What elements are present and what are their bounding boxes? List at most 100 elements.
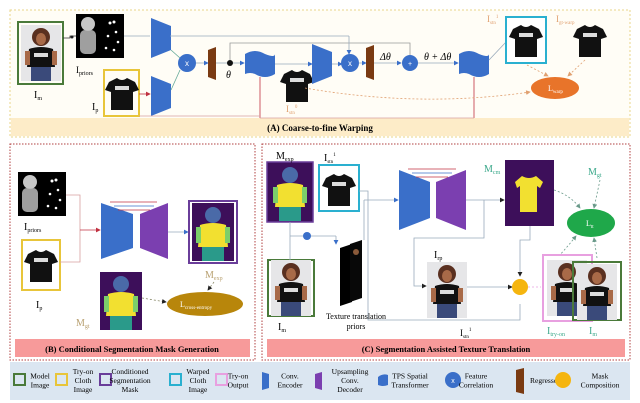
label-lce: Lcross-entropy [180,300,213,311]
loss-texture-translation [567,209,615,237]
legend-swatch-conv-encoder [262,372,269,390]
encoder-c [399,170,430,230]
legend-swatch-tps-spatial-transformer [378,374,388,386]
legend-label-conditioned-segmentation-mask: Segmentation [109,376,150,385]
mask-exp-b [192,203,234,261]
label-c-im: Im [278,322,286,334]
legend-label-model-image: Model [30,372,50,381]
legend-swatch-try-on-cloth-image [55,373,68,386]
label-ttp-1: Texture translation [326,312,386,321]
panel-b-title: (B) Conditional Segmentation Mask Genera… [45,344,219,354]
loss-cross-entropy [167,292,243,316]
label-im: Im [34,90,42,102]
feature-correlation-a2 [341,54,359,72]
label-ttp-2: priors [347,322,366,331]
legend-label-feature-correlation: Correlation [459,381,493,390]
label-ipriors: Ipriors [76,65,94,77]
legend-swatch-feature-correlation [445,372,461,388]
ttp-layer-1 [340,244,352,306]
legend-label-warped-cloth-image: Image [189,385,208,394]
panel-conditional-segmentation: (B) Conditional Segmentation Mask Genera… [9,143,256,361]
label-delta-theta: Δθ [379,52,391,63]
legend-label-tps-spatial-transformer: TPS Spatial [392,372,428,381]
regressor-a2 [366,45,374,80]
legend-swatch-regressor [516,368,524,394]
panel-texture-translation: (C) Segmentation Assisted Texture Transl… [261,143,631,361]
legend-label-warped-cloth-image: Cloth [190,376,207,385]
legend-label-tps-spatial-transformer: Transformer [391,381,429,390]
regressor-a1 [208,47,216,80]
legend-label-conv-encoder: Conv. [281,372,299,381]
label-b-ipriors: Ipriors [24,222,42,234]
legend-swatch-conditioned-segmentation-mask [99,373,112,386]
legend-label-try-on-output: Try-on [228,372,249,381]
model-image-a [21,25,61,81]
panel-c-band [267,339,625,357]
legend-swatch-warped-cloth-image [169,373,182,386]
panel-a-band [11,118,629,136]
label-b-mexp: Mexp [205,270,223,282]
svg-text:x: x [348,59,352,68]
decoder-c [436,170,466,230]
legend-label-model-image: Image [31,381,50,390]
label-b-ip: Ip [36,300,42,312]
legend-label-conditioned-segmentation-mask: Conditioned [111,367,148,376]
label-istn1: Istn1 [487,14,499,26]
panel-c-title: (C) Segmentation Assisted Texture Transl… [362,344,531,354]
tps-transformer-a1 [245,51,275,77]
legend-label-conv-encoder: Encoder [278,381,303,390]
legend-swatch-model-image [13,373,26,386]
model-image-frame [17,21,64,85]
priors-image-a [76,14,124,58]
label-b-mgt: Mgt [76,318,90,330]
panel-a-title: (A) Coarse-to-fine Warping [267,123,373,133]
ttp-layer-2 [350,240,362,302]
add-operator [402,55,418,71]
svg-text:+: + [408,61,412,68]
label-igtwarp: Igt-warp [556,14,575,26]
legend-label-conditioned-segmentation-mask: Mask [122,385,139,394]
legend-swatch-upsampling-conv-decoder [315,372,322,390]
legend-swatch-mask-composition [555,372,571,388]
tps-transformer-a2 [459,51,489,77]
mask-composition-op [512,279,528,295]
label-c-irp: Irp [434,250,442,262]
legend-label-upsampling-conv-decoder: Conv. [341,376,359,385]
try-on-cloth-frame [103,69,140,117]
legend-label-try-on-cloth-image: Cloth [75,376,92,385]
legend-label-mask-composition: Mask [592,372,609,381]
svg-text:x: x [185,59,189,68]
svg-text:x: x [451,378,455,385]
label-c-mgt: Mgt [588,167,602,179]
legend-label-try-on-cloth-image: Image [74,385,93,394]
legend-label-upsampling-conv-decoder: Upsampling [332,367,369,376]
legend-item-conv-encoder: Conv.Encoder [262,372,303,390]
rendered-person [427,262,467,318]
decoder-b [140,203,168,259]
legend-label-mask-composition: Composition [581,381,620,390]
legend-label-try-on-cloth-image: Try-on [73,367,94,376]
panel-coarse-to-fine-warping: (A) Coarse-to-fine Warping Im Ipriors Ip… [9,9,631,138]
label-ip: Ip [92,102,98,114]
label-c-igt: Im [589,326,597,338]
legend-label-try-on-output: Output [228,381,250,390]
legend-label-regressor: Regressor [530,376,560,385]
label-istn0: Istn0 [286,104,298,116]
legend-item-regressor: Regressor [516,368,560,394]
label-c-istn-b: Istn1 [460,328,472,340]
label-ltt: Ltt [586,219,594,230]
label-theta-plus-delta: θ + Δθ [424,52,451,63]
feature-correlation-a1 [178,54,196,72]
legend-label-feature-correlation: Feature [465,372,488,381]
panel-b-band [15,339,250,357]
panel-c-frame [261,143,631,361]
encoder-b [101,203,133,259]
